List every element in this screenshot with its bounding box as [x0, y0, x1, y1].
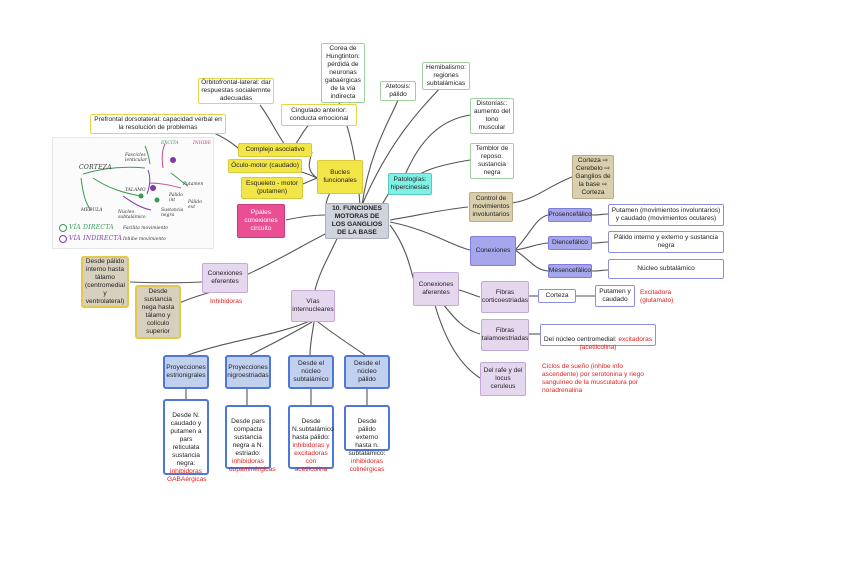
atetosis-node[interactable]: Atetosis: pálido — [380, 81, 416, 101]
sketch-via-directa: VÍA DIRECTA — [69, 224, 114, 231]
del-nucleo-text: Del núcleo centromedial: — [543, 336, 619, 344]
sketch-putamen: Putamen — [183, 182, 204, 187]
rafe-node[interactable]: Del rafe y del locus ceruleus — [480, 362, 526, 396]
conexiones-node[interactable]: Conexiones — [470, 236, 516, 266]
prefrontal-node[interactable]: Prefrontal dorsolateral: capacidad verba… — [90, 114, 226, 134]
sketch-talamo: TÁLAMO — [125, 188, 146, 193]
leaf3-red: inhibidoras y excitadoras con acetilcoli… — [292, 442, 330, 474]
control-node[interactable]: Control de movimientos involuntarios — [469, 192, 513, 222]
leaf1-red: inhibidoras GABAérgicas — [167, 468, 207, 484]
proy-estrionigrales-node[interactable]: Proyecciones estrionigrales — [163, 355, 209, 389]
sketch-palido-int: Pálido int — [169, 193, 183, 203]
inhibidoras-label: Inhibidoras — [210, 298, 243, 305]
distonias-node[interactable]: Distonías:: aumento del tono muscular — [470, 98, 514, 134]
nucleo-sub-node[interactable]: Núcleo subtalámico — [608, 259, 724, 279]
corteza-small-node[interactable]: Corteza — [538, 289, 576, 303]
ciclos-label: Ciclos de sueño (inhibe info ascendente)… — [542, 363, 644, 395]
leaf-nigroestriadas[interactable]: Desde pars compacta sustancia negra a N.… — [225, 405, 276, 473]
sketch-corteza: CORTEZA — [79, 164, 112, 171]
del-nucleo-red: excitadoras (acetilcolina) — [579, 336, 653, 352]
basal-ganglia-sketch: CORTEZA EXCITA INHIBE Fascicles lenticul… — [52, 137, 214, 249]
sketch-medula: MÉDULA — [81, 208, 103, 213]
leaf4-text: Desde pálido externo hasta n. subtalámic… — [348, 418, 386, 458]
leaf-subtalamico[interactable]: Desde N.subtalámico hasta pálido: inhibi… — [288, 405, 334, 473]
bucles-node[interactable]: Bucles funcionales — [317, 160, 363, 194]
sketch-via-indirecta: VÍA INDIRECTA — [69, 235, 123, 242]
orbitofrontal-node[interactable]: Órbitofrontal-lateral: dar respuestas so… — [198, 78, 274, 104]
leaf-estrionigrales[interactable]: Desde N. caudado y putamen a pars reticu… — [163, 399, 209, 483]
leaf2-red: inhibidoras dopaminérgicas — [229, 458, 276, 474]
oculo-node[interactable]: Óculo-motor (caudado) — [228, 159, 302, 173]
sketch-excita: EXCITA — [161, 141, 179, 146]
vias-internucleares-node[interactable]: Vías internucleares — [291, 290, 335, 322]
palido-ie-node[interactable]: Pálido interno y externo y sustancia neg… — [608, 231, 724, 253]
corteza-list-node[interactable]: Corteza ⇨ Cerebelo ⇨ Ganglios de la base… — [572, 155, 614, 199]
del-nucleo-node[interactable]: Del núcleo centromedial: excitadoras (ac… — [540, 324, 656, 351]
leaf4-red: inhibidoras colinérgicas — [349, 458, 385, 474]
sketch-drawing — [59, 143, 189, 243]
patologias-node[interactable]: Patologías: hipercinesias — [388, 173, 432, 195]
desde-sustancia-node[interactable]: Desde sustancia nega hasta tálamo y colí… — [135, 285, 181, 339]
cingulado-node[interactable]: Cingulado anterior: conducta emocional — [281, 104, 357, 126]
putamen-caudado-node[interactable]: Putamen y caudado — [595, 285, 635, 307]
complejo-node[interactable]: Complejo asociativo — [238, 143, 312, 157]
sketch-fascicles: Fascicles lenticular — [125, 153, 147, 163]
desde-palido-node[interactable]: Desde pálido interno hasta tálamo (centr… — [81, 256, 129, 308]
sketch-inhibe: INHIBE — [193, 141, 212, 146]
prosencefalico-node[interactable]: Prosencefálico — [548, 208, 592, 222]
leaf2-text: Desde pars compacta sustancia negra a N.… — [231, 418, 265, 458]
esqueleto-node[interactable]: Esqueleto - motor (putamen) — [241, 177, 303, 199]
excitadora-label: Excitadora (glutamato) — [640, 289, 674, 305]
conexiones-eferentes-node[interactable]: Conexiones eferentes — [202, 263, 248, 293]
center-topic[interactable]: 10. FUNCIONES MOTORAS DE LOS GANGLIOS DE… — [325, 203, 389, 239]
temblor-node[interactable]: Temblor de reposo: sustancia negra — [470, 143, 514, 179]
leaf1-text: Desde N. caudado y putamen a pars reticu… — [170, 412, 202, 468]
huntington-node[interactable]: Corea de Hungtinton: pérdida de neuronas… — [321, 43, 365, 103]
sketch-sustancia-negra: Sustancia negra — [161, 208, 184, 218]
sketch-facilita: Facilita movimiento — [123, 226, 169, 231]
sketch-nucleo-sub: Núcleo subtalámico — [118, 210, 146, 220]
mesencefalico-node[interactable]: Mesencefálico — [548, 264, 592, 278]
proy-nigroestriadas-node[interactable]: Proyecciones nigroestriadas — [225, 355, 271, 389]
desde-nucleo-palido-node[interactable]: Desde el núcleo pálido — [344, 355, 390, 389]
diencefalico-node[interactable]: Diencefálico — [548, 236, 592, 250]
hemibalismo-node[interactable]: Hemibalismo: regiones subtalámicas — [422, 62, 470, 90]
conexiones-aferentes-node[interactable]: Conexiones aferentes — [413, 272, 459, 306]
fibras-talamo-node[interactable]: Fibras talamoestriadas — [481, 319, 529, 351]
ppales-node[interactable]: Ppales conexiones circuito — [237, 204, 285, 238]
leaf-palido[interactable]: Desde pálido externo hasta n. subtalámic… — [344, 405, 390, 473]
desde-nucleo-subtalamico-node[interactable]: Desde el núcleo subtalámico — [288, 355, 334, 389]
putamen-mov-node[interactable]: Putamen (movimientos involuntarios) y ca… — [608, 204, 724, 226]
sketch-inhibe-mov: Inhibe movimiento — [123, 237, 166, 242]
fibras-cortico-node[interactable]: Fibras corticoestriadas — [481, 281, 529, 313]
sketch-palido-ext: Pálido ext — [188, 200, 202, 210]
leaf3-text: Desde N.subtalámico hasta pálido: — [292, 418, 334, 442]
